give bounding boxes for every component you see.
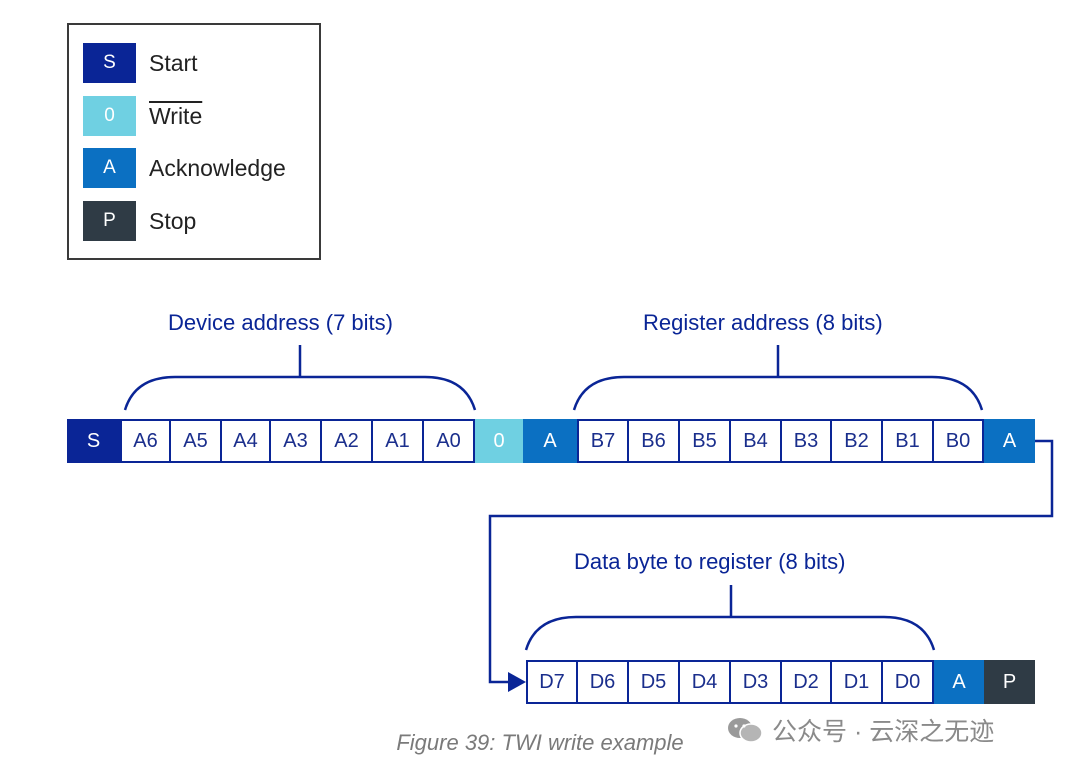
- device-bit-a3: A3: [269, 419, 322, 463]
- legend: S Start 0 Write A Acknowledge P Stop: [67, 23, 321, 260]
- legend-row-stop: P Stop: [83, 201, 196, 241]
- legend-label-acknowledge: Acknowledge: [149, 154, 286, 181]
- write-bit: 0: [475, 419, 523, 463]
- data-bit-d7: D7: [526, 660, 578, 704]
- ack-bit-2: A: [984, 419, 1035, 463]
- legend-label-stop: Stop: [149, 207, 197, 234]
- register-bit-b5: B5: [678, 419, 731, 463]
- register-bit-b0: B0: [932, 419, 984, 463]
- legend-label-start: Start: [149, 49, 198, 76]
- legend-label-write: Write: [149, 102, 203, 129]
- legend-row-write: 0 Write: [83, 96, 202, 136]
- data-bit-d3: D3: [729, 660, 782, 704]
- device-address-label: Device address (7 bits): [168, 310, 393, 335]
- data-byte-brace: [524, 585, 936, 651]
- register-bit-b4: B4: [729, 419, 782, 463]
- register-address-label: Register address (8 bits): [643, 310, 883, 335]
- data-bit-d2: D2: [780, 660, 832, 704]
- start-bit: S: [67, 419, 120, 463]
- register-bit-b3: B3: [780, 419, 832, 463]
- data-bit-d5: D5: [627, 660, 680, 704]
- register-bit-b6: B6: [627, 419, 680, 463]
- stop-bit: P: [984, 660, 1035, 704]
- continuation-arrow-line: [488, 439, 1054, 684]
- watermark-text: 公众号 · 云深之无迹: [772, 718, 995, 746]
- device-bit-a6: A6: [120, 419, 171, 463]
- data-bit-d0: D0: [881, 660, 934, 704]
- continuation-arrowhead: [508, 672, 526, 692]
- legend-row-start: S Start: [83, 43, 198, 83]
- wechat-icon: [728, 718, 763, 743]
- register-address-brace: [572, 345, 984, 411]
- device-bit-a1: A1: [371, 419, 424, 463]
- device-bit-a0: A0: [422, 419, 475, 463]
- data-bit-d4: D4: [678, 660, 731, 704]
- register-bit-b2: B2: [830, 419, 883, 463]
- data-bit-d6: D6: [576, 660, 629, 704]
- register-bit-b1: B1: [881, 419, 934, 463]
- ack-bit-3: A: [934, 660, 984, 704]
- legend-symbol-start: S: [83, 43, 136, 83]
- legend-row-acknowledge: A Acknowledge: [83, 148, 286, 188]
- legend-symbol-acknowledge: A: [83, 148, 136, 188]
- register-bit-b7: B7: [577, 419, 629, 463]
- device-bit-a5: A5: [169, 419, 222, 463]
- device-bit-a4: A4: [220, 419, 271, 463]
- legend-symbol-write: 0: [83, 96, 136, 136]
- figure-caption: Figure 39: TWI write example: [396, 730, 684, 755]
- legend-symbol-stop: P: [83, 201, 136, 241]
- data-bit-d1: D1: [830, 660, 883, 704]
- data-byte-label: Data byte to register (8 bits): [574, 549, 846, 574]
- device-address-brace: [123, 345, 477, 411]
- watermark: 公众号 · 云深之无迹: [726, 712, 994, 748]
- device-bit-a2: A2: [320, 419, 373, 463]
- ack-bit-1: A: [523, 419, 577, 463]
